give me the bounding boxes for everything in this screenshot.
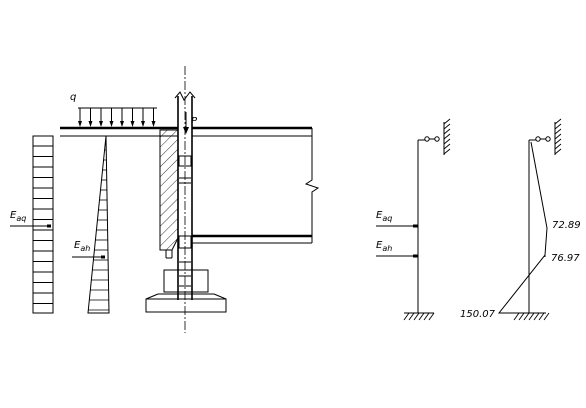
eaq-pressure-block	[32, 135, 54, 314]
pile-column	[174, 66, 196, 333]
moment-value-middle: 76.97	[551, 253, 580, 264]
pile-footing	[145, 269, 227, 313]
hatched-wall-section	[159, 129, 179, 259]
strut-beams	[192, 126, 320, 244]
point-load-arrow	[183, 112, 189, 134]
surcharge-load-arrows	[78, 107, 157, 127]
calculation-model: Eaq Eah 72.89 76.97 150.07	[376, 118, 581, 321]
bending-moment-diagram: 72.89 76.97 150.07	[460, 118, 581, 321]
moment-curve	[497, 141, 548, 314]
label-right-eah: Eah	[376, 240, 392, 253]
label-eaq: Eaq	[10, 210, 26, 223]
eah-pressure-triangle	[87, 135, 110, 314]
cross-section: q Eaq Eah	[10, 66, 320, 333]
moment-value-base: 150.07	[460, 309, 496, 320]
label-right-eaq: Eaq	[376, 210, 392, 223]
label-eah: Eah	[74, 240, 90, 253]
label-p: P	[191, 116, 198, 127]
model-frame-load-positions: Eaq Eah	[376, 118, 451, 321]
label-q: q	[70, 92, 76, 103]
moment-value-upper: 72.89	[552, 220, 581, 231]
